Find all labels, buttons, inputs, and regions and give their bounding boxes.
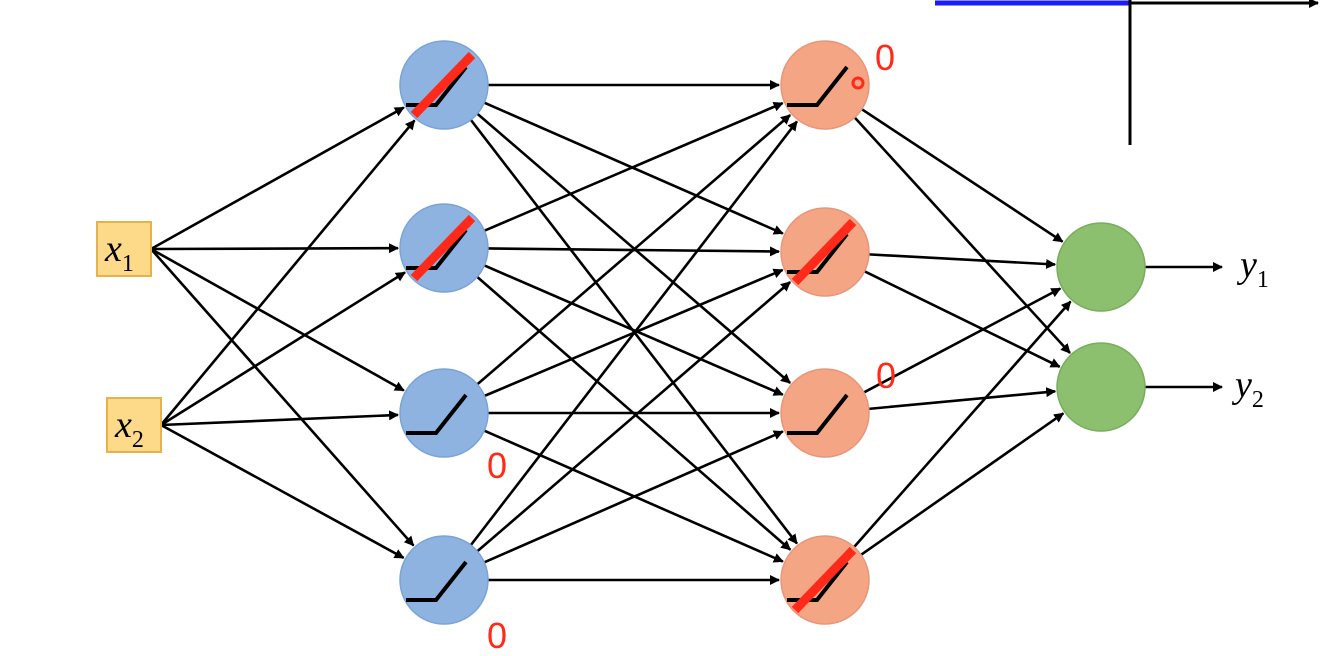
dropout-slash-icon bbox=[410, 51, 476, 119]
hidden1-neuron-4 bbox=[399, 535, 489, 625]
hidden2-neuron-3 bbox=[780, 368, 870, 458]
zero-annotation-3: 0 bbox=[487, 445, 507, 486]
connection-input1-h1n2 bbox=[150, 243, 400, 254]
connection-input1-h1n4 bbox=[150, 248, 415, 547]
red-dot-mark bbox=[851, 76, 865, 90]
hidden2-neuron-1 bbox=[780, 40, 870, 130]
connections bbox=[150, 80, 1223, 585]
dropout-slash-icon bbox=[791, 218, 857, 286]
connection-h1n4-h2n3 bbox=[483, 430, 784, 564]
dropout-slash-icon bbox=[791, 546, 857, 614]
connection-h2n1-out2 bbox=[853, 116, 1071, 354]
connection-input2-h1n2 bbox=[160, 271, 406, 427]
neurons: x1 x2 y1 y2 bbox=[96, 40, 1269, 625]
zero-annotation-1: 0 bbox=[875, 37, 895, 78]
connection-h2n3-out1 bbox=[863, 287, 1062, 394]
relu-icon bbox=[406, 65, 468, 107]
output-neuron-1 bbox=[1056, 222, 1146, 312]
connection-h1n2-h2n3 bbox=[483, 264, 784, 396]
connection-h1n4-h2n2 bbox=[476, 281, 791, 553]
connection-input2-h1n3 bbox=[160, 410, 400, 427]
input-label-x1: x1 bbox=[104, 228, 134, 277]
connection-h1n3-h2n1 bbox=[476, 114, 791, 386]
relu-icon bbox=[406, 393, 468, 435]
dropout-slash-icon bbox=[410, 214, 476, 282]
hidden2-neuron-2 bbox=[780, 207, 870, 297]
relu-icon bbox=[787, 560, 849, 602]
connection-h2n4-out2 bbox=[860, 412, 1065, 556]
input-node-x1: x1 bbox=[96, 221, 152, 277]
zero-annotation-2: 0 bbox=[876, 355, 896, 396]
zero-annotation-4: 0 bbox=[487, 615, 507, 656]
input-label-x2: x2 bbox=[114, 404, 144, 453]
output-neuron-2 bbox=[1056, 342, 1146, 432]
hidden2-neuron-4 bbox=[780, 535, 870, 625]
relu-icon bbox=[787, 232, 849, 274]
connection-h1n4-h2n1 bbox=[469, 120, 798, 546]
connection-h2n2-out1 bbox=[868, 253, 1057, 270]
relu-icon bbox=[406, 228, 468, 270]
activation-plot-fragment bbox=[935, 0, 1319, 145]
connection-input1-h1n3 bbox=[150, 247, 405, 392]
input-node-x2: x2 bbox=[106, 397, 162, 453]
relu-icon bbox=[787, 393, 849, 435]
relu-icon bbox=[406, 560, 468, 602]
hidden1-neuron-1 bbox=[399, 40, 489, 130]
hidden1-neuron-3 bbox=[399, 368, 489, 458]
connection-h1n2-h2n1 bbox=[483, 101, 784, 232]
relu-icon bbox=[787, 65, 849, 107]
connection-h2n4-out1 bbox=[853, 300, 1072, 548]
connection-h2n1-out1 bbox=[861, 108, 1064, 243]
connection-input1-h1n1 bbox=[150, 106, 405, 251]
output-label-y1: y1 bbox=[1236, 244, 1269, 293]
output-label-y2: y2 bbox=[1231, 364, 1264, 413]
connection-input2-h1n1 bbox=[160, 119, 416, 426]
hidden1-neuron-2 bbox=[399, 203, 489, 293]
connection-h2n3-out2 bbox=[868, 387, 1057, 411]
connection-input2-h1n4 bbox=[160, 423, 405, 560]
zero-annotations: 0 0 0 0 bbox=[487, 37, 896, 656]
connection-h2n2-out2 bbox=[863, 270, 1061, 368]
